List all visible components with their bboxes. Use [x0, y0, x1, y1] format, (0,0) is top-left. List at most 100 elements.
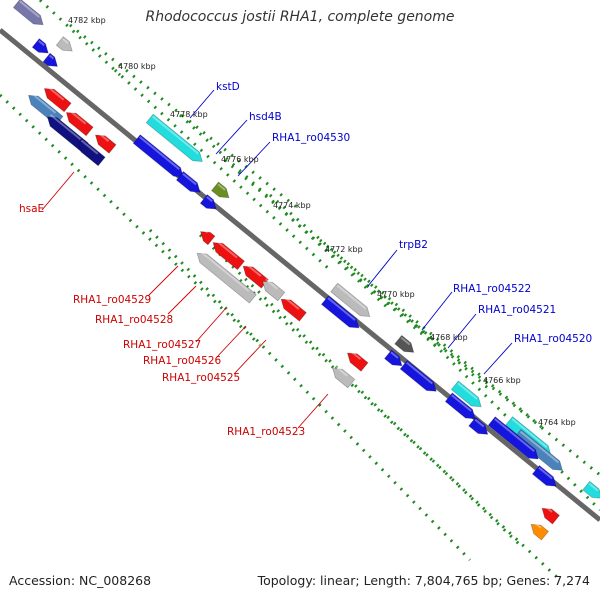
gene-reverse-gray-highlight	[335, 365, 348, 377]
gene-forward-blue-highlight	[182, 172, 197, 186]
gene-forward-blue-shape	[487, 416, 539, 460]
tick-guide	[113, 68, 332, 272]
gene-ro04521-shape	[450, 380, 482, 408]
gene-label-ro04525[interactable]: RHA1_ro04525	[162, 372, 240, 384]
tick-guide	[0, 93, 262, 347]
gene-ro04527-shape	[196, 252, 257, 304]
gene-reverse-navy-shape	[77, 142, 106, 167]
gene-forward-blue-highlight	[406, 361, 433, 385]
gene-forward-blue	[444, 392, 476, 420]
gene-forward-blue	[320, 295, 360, 329]
gene-forward-blue	[199, 194, 217, 210]
gene-reverse-navy-highlight	[49, 113, 82, 141]
gene-reverse-navy	[77, 139, 106, 167]
gene-trpB2-highlight	[336, 284, 367, 310]
gene-kstD	[145, 113, 203, 162]
leader-line	[237, 141, 271, 177]
gene-label-hsaE[interactable]: hsaE	[19, 203, 44, 215]
gene-forward-blue	[31, 38, 49, 54]
gene-forward-blue-highlight	[494, 418, 535, 452]
gene-reverse-red	[65, 109, 94, 137]
gene-hsd4B-highlight	[139, 136, 180, 170]
gene-label-ro04526[interactable]: RHA1_ro04526	[143, 355, 222, 367]
leader-line	[167, 285, 197, 315]
gene-reverse-gray-shape	[332, 367, 356, 389]
gene-forward-blue	[383, 349, 403, 367]
gene-trpB2-shape	[330, 282, 371, 317]
gene-reverse-red-shape	[65, 112, 94, 137]
gene-ro04527	[196, 250, 257, 304]
tick-guides	[0, 0, 600, 582]
gene-ro04520-highlight	[511, 418, 548, 449]
gene-label-ro04521[interactable]: RHA1_ro04521	[478, 304, 556, 316]
gene-label-ro04522[interactable]: RHA1_ro04522	[453, 283, 531, 295]
leader-line	[215, 119, 248, 155]
gene-forward-cyan-highlight	[588, 482, 599, 492]
gene-reverse-orange-shape	[530, 523, 550, 541]
gene-reverse-red-shape	[541, 507, 561, 525]
gene-ro04523	[346, 350, 369, 372]
gene-forward-blue	[487, 416, 539, 460]
gene-ro04529	[200, 228, 216, 246]
gene-ro04526-highlight	[245, 263, 262, 277]
gene-reverse-orange-highlight	[533, 521, 542, 529]
tick-guide	[269, 193, 491, 392]
gene-label-trpB2[interactable]: trpB2	[399, 239, 428, 251]
gene-hsaE-shape	[43, 88, 72, 113]
gene-ro04526b-shape	[262, 280, 286, 302]
gene-kstD-highlight	[152, 115, 199, 155]
gene-ro04530	[210, 181, 230, 199]
gene-label-kstD[interactable]: kstD	[216, 81, 240, 93]
gene-forward-blue-shape	[399, 359, 437, 392]
tick-guide	[38, 0, 122, 77]
gene-ro04530-highlight	[217, 183, 226, 191]
gene-ro04527-highlight	[199, 250, 250, 292]
gene-ro04526-shape	[242, 265, 269, 289]
gene-forward-blue-shape	[531, 464, 557, 487]
gene-forward-blue-highlight	[474, 418, 485, 428]
gene-label-hsd4B[interactable]: hsd4B	[249, 111, 282, 123]
gene-ro04521-highlight	[457, 382, 478, 400]
gene-ro04529-shape	[200, 231, 216, 246]
page-title: Rhodococcus jostii RHA1, complete genome	[145, 9, 455, 25]
gene-ro04525	[280, 296, 307, 322]
gene-reverse-red-highlight	[97, 132, 110, 142]
gene-label-ro04528[interactable]: RHA1_ro04528	[95, 314, 173, 326]
gene-forward-blue	[468, 416, 489, 435]
gene-forward-blue-highlight	[327, 297, 356, 321]
leader-line	[147, 265, 179, 297]
topology-stats: Topology: linear; Length: 7,804,765 bp; …	[257, 573, 590, 588]
gene-label-ro04529[interactable]: RHA1_ro04529	[73, 294, 151, 306]
gene-forward-blue-shape	[199, 194, 217, 210]
gene-ro04528	[212, 239, 245, 271]
gene-forward-gray-highlight	[62, 38, 69, 45]
gene-reverse-red	[94, 132, 117, 154]
gene-label-ro04520[interactable]: RHA1_ro04520	[514, 333, 592, 345]
gene-forward-blue	[42, 52, 58, 67]
gene-ro04528-highlight	[215, 239, 238, 259]
tick-label: 4776 kbp	[221, 155, 259, 164]
leader-line	[483, 342, 513, 375]
gene-label-ro04530[interactable]: RHA1_ro04530	[272, 132, 350, 144]
gene-label-ro04523[interactable]: RHA1_ro04523	[227, 426, 305, 438]
accession-text: Accession: NC_008268	[9, 573, 152, 588]
gene-ro04522-shape	[394, 334, 415, 353]
gene-ro04526	[242, 263, 269, 289]
tick-label: 4780 kbp	[118, 62, 156, 71]
gene-reverse-red-shape	[94, 134, 117, 154]
gene-ro04525-highlight	[283, 296, 300, 310]
tick-label: 4766 kbp	[483, 376, 521, 385]
gene-label-ro04527[interactable]: RHA1_ro04527	[123, 339, 201, 351]
gene-forward-blue	[175, 170, 201, 193]
leader-line	[421, 291, 453, 331]
gene-ro04522	[394, 334, 415, 353]
gene-forward-blue-shape	[320, 295, 360, 329]
gene-hsd4B	[132, 134, 184, 178]
gene-forward-steel-highlight	[519, 430, 560, 464]
tick-guide	[178, 113, 392, 312]
leader-line	[447, 313, 477, 349]
tick-label: 4782 kbp	[68, 16, 106, 25]
gene-ro04523-shape	[346, 352, 369, 372]
gene-forward-blue-highlight	[48, 54, 55, 60]
